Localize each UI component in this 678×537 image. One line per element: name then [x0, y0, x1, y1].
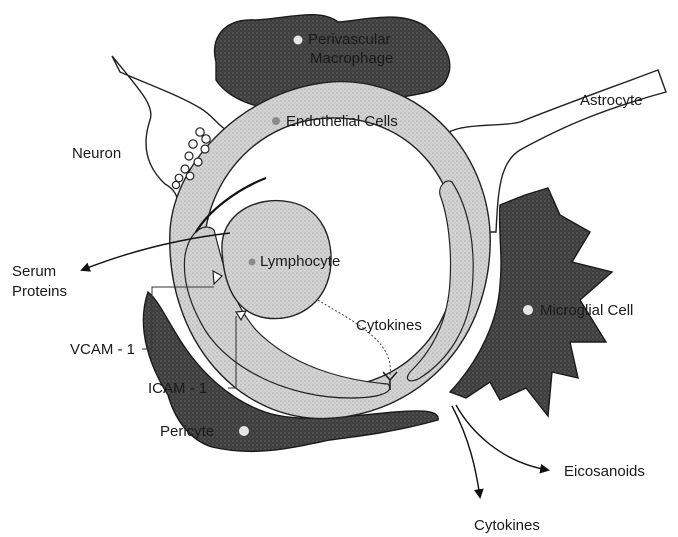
label-vcam: VCAM - 1 — [70, 341, 135, 358]
label-serum-1: Serum — [12, 263, 56, 280]
endothelial-cell-right — [407, 181, 473, 381]
cytokine-signal-path — [318, 300, 390, 375]
endothelial-marker-icon — [272, 117, 280, 125]
label-microglial: Microglial Cell — [540, 302, 633, 319]
label-pericyte: Pericyte — [160, 423, 214, 440]
label-cytokines-outer: Cytokines — [474, 517, 540, 534]
label-lymphocyte: Lymphocyte — [260, 253, 340, 270]
label-astrocyte: Astrocyte — [580, 92, 643, 109]
label-neuron: Neuron — [72, 145, 121, 162]
label-cytokines-inner: Cytokines — [356, 317, 422, 334]
eicosanoids-arrow — [456, 405, 548, 470]
lymphocyte-marker-icon — [249, 259, 256, 266]
label-perivascular-2: Macrophage — [310, 50, 393, 67]
macrophage-nucleus-icon — [293, 35, 303, 45]
label-endothelial: Endothelial Cells — [286, 113, 398, 130]
label-serum-2: Proteins — [12, 283, 67, 300]
pericyte-nucleus-icon — [239, 426, 250, 437]
label-icam: ICAM - 1 — [148, 380, 207, 397]
microglia-nucleus-icon — [523, 305, 534, 316]
label-eicosanoids: Eicosanoids — [564, 463, 645, 480]
label-perivascular-1: Perivascular — [308, 31, 391, 48]
